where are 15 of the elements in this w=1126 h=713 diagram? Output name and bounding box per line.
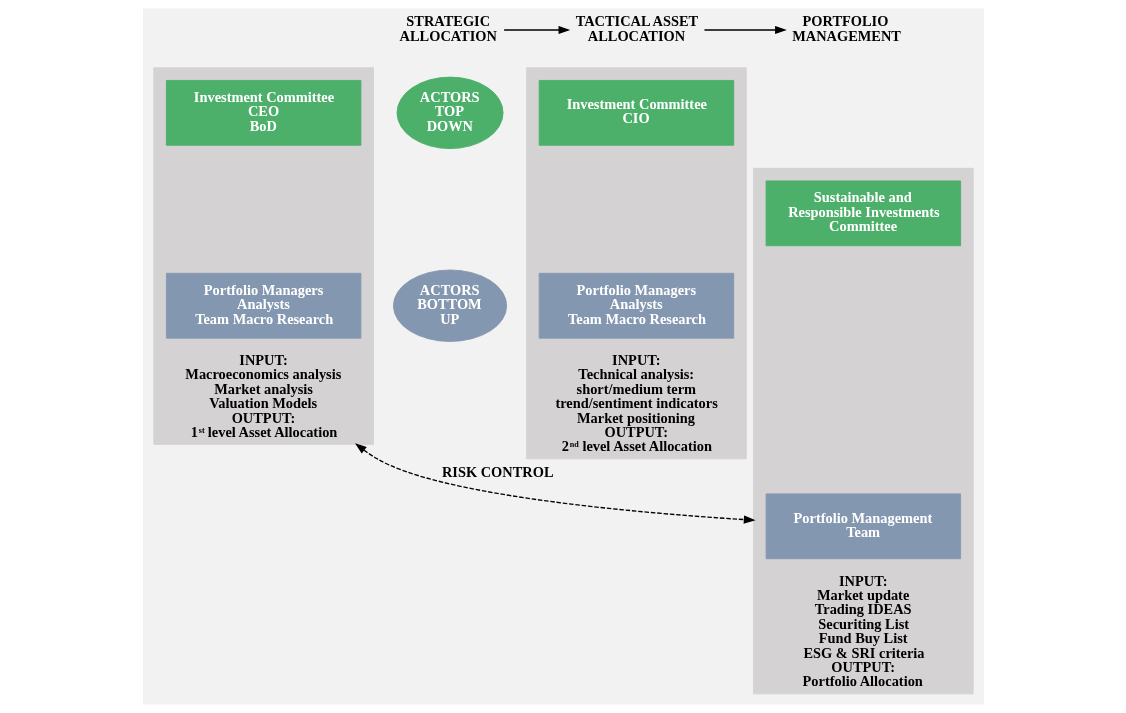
node-box: Investment Committee CEO BoD [165, 80, 361, 146]
arrow [502, 25, 570, 35]
node-ellipse: ACTORS TOP DOWN [396, 76, 503, 150]
node-box: Sustainable and Responsible Investments Committee [765, 180, 961, 247]
node-box: Portfolio Managers Analysts Team Macro Research [538, 272, 734, 339]
edge-label: RISK CONTROL [441, 463, 553, 480]
node-text: STRATEGIC ALLOCATION [399, 13, 497, 44]
node-box: Portfolio Management Team [765, 493, 961, 560]
node-text: PORTFOLIO MANAGEMENT [791, 13, 901, 44]
arrow [354, 443, 756, 524]
node-box: Portfolio Managers Analysts Team Macro Research [165, 272, 361, 339]
node-ellipse: ACTORS BOTTOM UP [392, 269, 507, 342]
node-box: Investment Committee CIO [538, 80, 734, 146]
arrow [703, 25, 787, 35]
node-text: TACTICAL ASSET ALLOCATION [575, 13, 698, 44]
